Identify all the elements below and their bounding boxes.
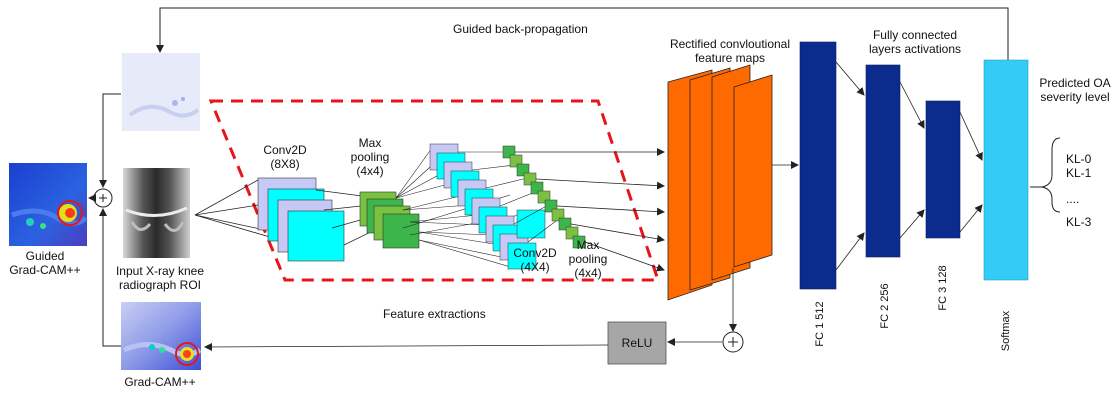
predicted-label-line1: Predicted OA [1039, 76, 1111, 90]
maxpool2-label-line1: Max [576, 238, 600, 252]
fc1-bar [799, 41, 837, 290]
fc3-label: FC 3 128 [937, 265, 949, 311]
conv2d-8x8-label-line2: (8X8) [270, 157, 300, 171]
fc-title-line2: layers activations [868, 42, 962, 56]
relu-to-gradcam-arrow [204, 342, 609, 351]
rectified-maps-label-line2: feature maps [694, 51, 766, 65]
guided-gradcam-image [9, 163, 88, 246]
gradcam-label: Grad-CAM++ [124, 375, 196, 389]
softmax-bar [983, 59, 1029, 281]
maxpool1-label-line2: pooling [350, 150, 390, 164]
predicted-label-line2: severity level [1040, 90, 1110, 104]
rectified-maps-label-line1: Rectified convloutional [669, 37, 791, 51]
input-label-line1: Input X-ray knee [115, 264, 205, 278]
maxpool2-label-line3: (4x4) [574, 266, 602, 280]
relu-label: ReLU [621, 336, 653, 350]
guided-gradcam-label-line2: Grad-CAM++ [9, 263, 81, 277]
maxpool1-label-line3: (4x4) [356, 164, 384, 178]
softmax-label: Softmax [1000, 310, 1012, 352]
guided-backprop-path [156, 7, 1009, 60]
kl-brace [1041, 137, 1061, 213]
maxpool2-stack [502, 145, 586, 249]
rectified-feature-maps [667, 64, 773, 301]
conv2d-4x4-label-line1: Conv2D [513, 246, 557, 260]
conv2d-4x4-label-line2: (4X4) [520, 260, 550, 274]
fc3-bar [925, 100, 961, 239]
conv2d-8x8-stack [257, 177, 345, 262]
kl-level-3: KL-3 [1066, 215, 1092, 229]
maxpool2-label-line2: pooling [568, 252, 608, 266]
conv2d-8x8-label-line1: Conv2D [263, 143, 307, 157]
fc-title-line1: Fully connected [872, 28, 958, 42]
fc-connection-arrows [835, 61, 983, 271]
relu-box [607, 321, 667, 365]
kl-level-0: KL-0 [1066, 152, 1092, 166]
guided-backprop-label: Guided back-propagation [453, 22, 588, 36]
fc2-bar [865, 64, 901, 258]
conv2d-4x4-stack [429, 143, 546, 270]
input-to-conv-lines [194, 179, 281, 241]
guided-gradcam-label-line1: Guided [25, 249, 65, 263]
fc2-label: FC 2 256 [879, 283, 891, 329]
kl-level-1: KL-1 [1066, 166, 1092, 180]
gradcam-image [121, 302, 202, 370]
guided-backprop-image [122, 53, 200, 131]
maxpool1-stack [359, 191, 420, 249]
input-xray-image [123, 168, 190, 258]
kl-level-ellipsis: .... [1066, 192, 1080, 206]
pool-to-feature-maps-arrows [515, 148, 665, 272]
fc1-label: FC 1 512 [814, 301, 826, 347]
maxpool1-label-line1: Max [358, 136, 382, 150]
combine-node-bottom [722, 331, 744, 353]
combine-node-left [88, 93, 121, 347]
feature-extractions-label: Feature extractions [383, 307, 486, 321]
input-label-line2: radiograph ROI [118, 278, 202, 292]
